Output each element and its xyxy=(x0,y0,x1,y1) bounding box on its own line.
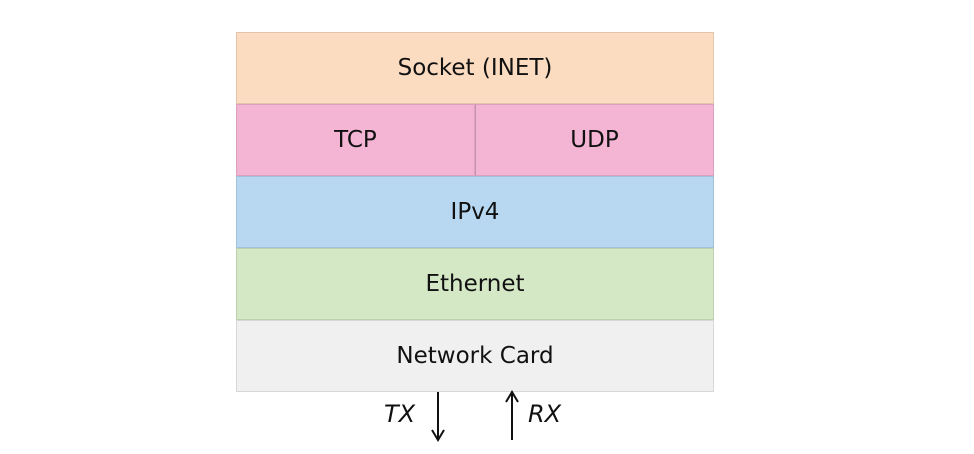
rx-label: RX xyxy=(528,400,562,428)
socket-layer-label: Socket (INET) xyxy=(397,55,553,81)
ethernet-layer: Ethernet xyxy=(236,248,714,320)
ethernet-layer-label: Ethernet xyxy=(425,271,525,297)
tx-label: TX xyxy=(384,400,416,428)
network-card-layer-label: Network Card xyxy=(396,343,554,369)
transport-layer: TCP UDP xyxy=(236,104,714,176)
ipv4-layer: IPv4 xyxy=(236,176,714,248)
socket-layer: Socket (INET) xyxy=(236,32,714,104)
tcp-layer: TCP xyxy=(236,104,475,176)
udp-layer-label: UDP xyxy=(570,127,619,153)
ipv4-layer-label: IPv4 xyxy=(450,199,500,225)
tx-down-arrow-icon xyxy=(431,392,445,442)
io-arrows: TX RX xyxy=(0,390,974,454)
udp-layer: UDP xyxy=(475,104,714,176)
network-card-layer: Network Card xyxy=(236,320,714,392)
rx-up-arrow-icon xyxy=(505,390,519,440)
tcp-layer-label: TCP xyxy=(334,127,377,153)
